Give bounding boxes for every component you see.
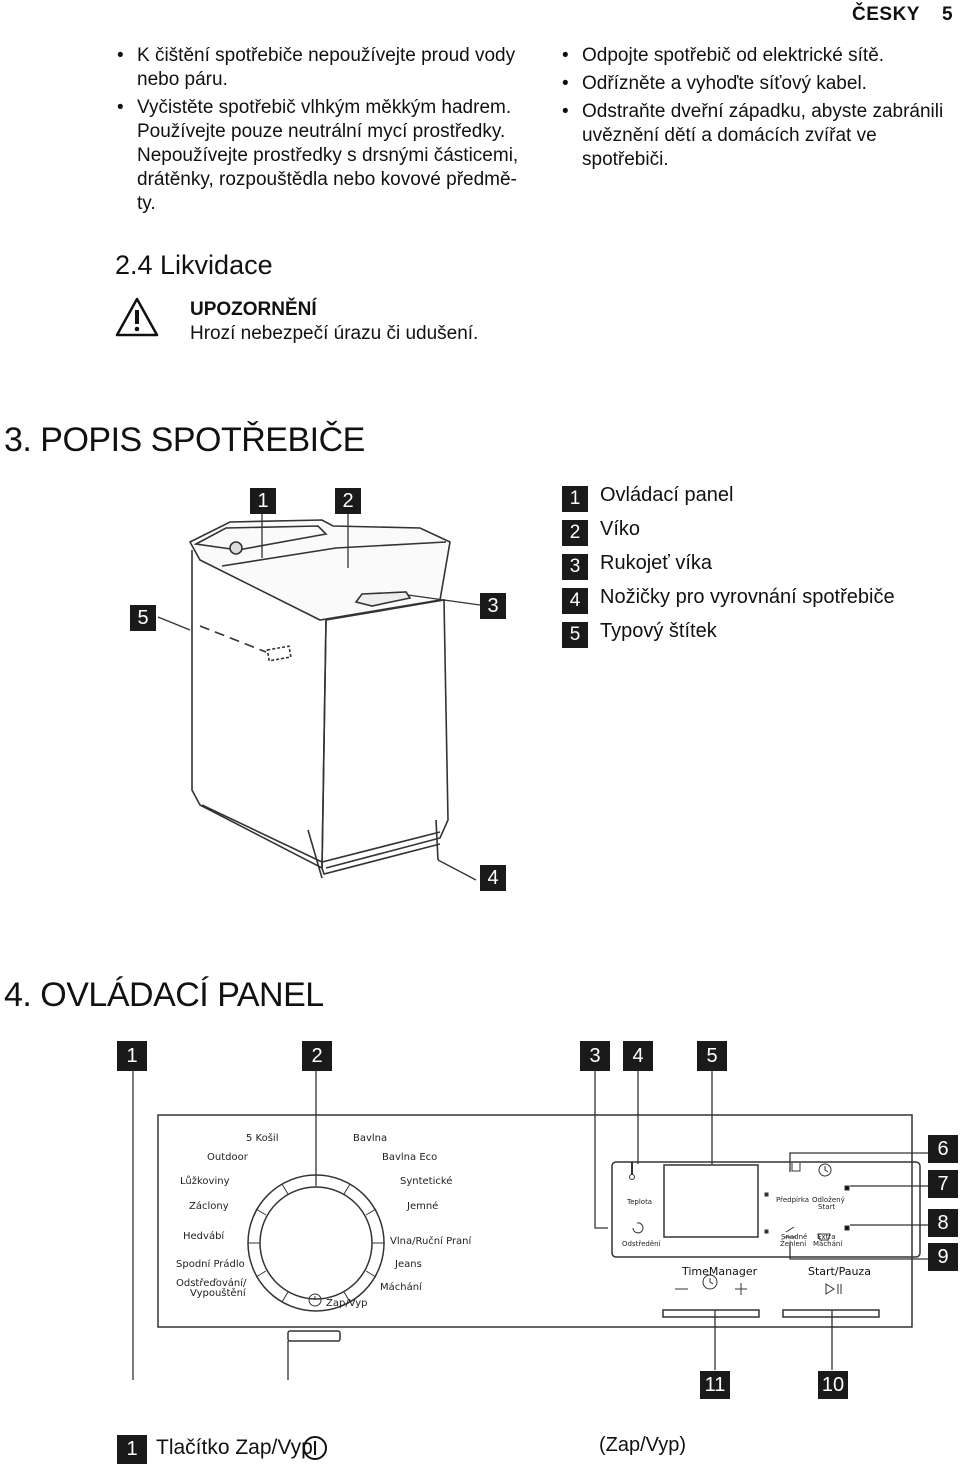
legend-text: Víko [600, 518, 641, 540]
list-item: Odpojte spotřebič od elektrické sítě. [560, 44, 960, 68]
option-start: Start [818, 1203, 836, 1211]
panel-callout-5: 5 [697, 1041, 727, 1071]
program-synteticke: Syntetické [400, 1176, 453, 1187]
callout-4: 4 [480, 865, 506, 891]
callout-3: 3 [480, 593, 506, 619]
right-bullet-list: Odpojte spotřebič od elektrické sítě. Od… [560, 44, 960, 176]
panel-callout-2: 2 [302, 1041, 332, 1071]
option-zehleni: Žehlení [780, 1240, 807, 1248]
panel-callout-3: 3 [580, 1041, 610, 1071]
program-vypousteni: Vypouštění [190, 1288, 246, 1299]
legend-number: 1 [562, 486, 588, 512]
option-extra: Extra [817, 1233, 836, 1241]
list-item: Odřízněte a vyhoďte síťový kabel. [560, 72, 960, 96]
panel-callout-6: 6 [928, 1135, 958, 1163]
legend-number: 4 [562, 588, 588, 614]
page-number: 5 [942, 4, 953, 25]
panel-callout-11: 11 [700, 1371, 730, 1399]
program-outdoor: Outdoor [207, 1152, 248, 1163]
program-luzkoviny: Lůžkoviny [180, 1176, 230, 1187]
legend-number: 5 [562, 622, 588, 648]
section-heading-3: 3. POPIS SPOTŘEBIČE [4, 421, 365, 459]
program-jemne: Jemné [407, 1201, 439, 1212]
left-bullet-list: K čištění spotřebiče nepoužívejte proud … [115, 44, 525, 220]
startpause-label: Start/Pauza [808, 1265, 871, 1278]
panel-callout-7: 7 [928, 1170, 958, 1198]
section-heading-4: 4. OVLÁDACÍ PANEL [4, 976, 324, 1014]
footer-number: 1 [117, 1435, 147, 1464]
warning-title: UPOZORNĚNÍ [190, 299, 317, 320]
program-5-kosil: 5 Košil [246, 1133, 279, 1144]
legend-text: Typový štítek [600, 620, 717, 642]
spin-label: Odstředění [622, 1240, 661, 1248]
legend-number: 2 [562, 520, 588, 546]
header-language: ČESKY [852, 4, 920, 25]
program-vlna: Vlna/Ruční Praní [390, 1236, 472, 1247]
program-bavlna: Bavlna [353, 1133, 388, 1144]
callout-1: 1 [250, 488, 276, 514]
panel-callout-1: 1 [117, 1041, 147, 1071]
panel-callout-9: 9 [928, 1243, 958, 1271]
panel-callout-4: 4 [623, 1041, 653, 1071]
warning-triangle-icon [114, 296, 160, 338]
timemanager-label: TimeManager [682, 1265, 758, 1278]
power-label: Zap/Vyp [326, 1298, 368, 1309]
section-heading-2-4: 2.4 Likvidace [115, 250, 273, 280]
panel-callout-10: 10 [818, 1371, 848, 1399]
control-panel-illustration [132, 1070, 928, 1380]
program-odstredovani: Odstřeďování/ [176, 1278, 247, 1289]
program-spodni-pradlo: Spodní Prádlo [176, 1259, 245, 1270]
program-bavlna-eco: Bavlna Eco [382, 1152, 438, 1163]
power-icon [302, 1435, 328, 1461]
option-predpirka: Předpírka [776, 1196, 810, 1204]
callout-2: 2 [335, 488, 361, 514]
legend-text: Nožičky pro vyrovnání spotřebiče [600, 586, 895, 608]
legend-number: 3 [562, 554, 588, 580]
panel-callout-8: 8 [928, 1209, 958, 1237]
warning-text: Hrozí nebezpečí úrazu či udušení. [190, 323, 479, 344]
option-odlozeny: Odložený [812, 1196, 845, 1204]
footer-suffix: (Zap/Vyp) [599, 1434, 687, 1456]
program-jeans: Jeans [395, 1259, 422, 1270]
legend-text: Rukojeť víka [600, 552, 712, 574]
callout-5: 5 [130, 605, 156, 631]
temp-label: Teplota [627, 1198, 653, 1206]
program-zaclony: Záclony [189, 1201, 229, 1212]
list-item: K čištění spotřebiče nepoužívejte proud … [115, 44, 525, 92]
list-item: Vyčistěte spotřebič vlhkým měkkým hadrem… [115, 96, 525, 216]
option-snadne: Snadné [781, 1233, 808, 1241]
option-machani: Máchání [813, 1240, 843, 1248]
program-hedvabi: Hedvábí [183, 1231, 225, 1242]
list-item: Odstraňte dveřní západku, abyste zabráni… [560, 100, 960, 172]
legend-text: Ovládací panel [600, 484, 734, 506]
program-machani: Máchání [380, 1282, 422, 1293]
washing-machine-illustration [157, 513, 481, 881]
footer-label: Tlačítko Zap/Vyp [156, 1436, 313, 1459]
